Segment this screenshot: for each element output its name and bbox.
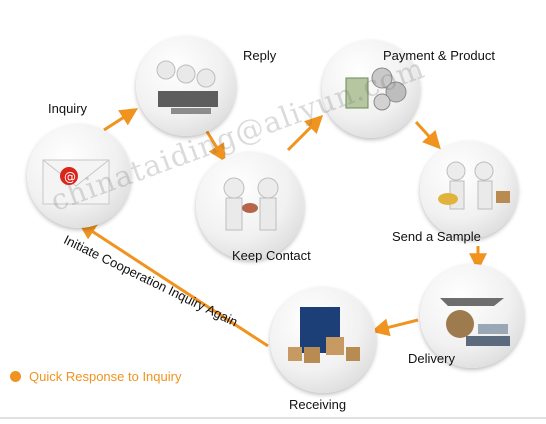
call-center-icon	[156, 60, 218, 114]
step-label-reply: Reply	[243, 48, 277, 63]
arrow-reply-to-contact	[204, 129, 226, 163]
legend-dot-icon	[10, 371, 21, 382]
airplane-ship-icon	[440, 298, 510, 346]
step-label-delivery: Delivery	[408, 351, 455, 366]
payment-product-circle	[322, 40, 420, 138]
svg-text:@: @	[64, 170, 76, 184]
email-icon: @	[42, 159, 110, 205]
handing-package-icon	[438, 161, 510, 210]
handshake-people-icon	[223, 177, 279, 231]
step-label-sample: Send a Sample	[392, 229, 481, 244]
inquiry-circle: @	[27, 124, 131, 228]
send-sample-circle	[420, 141, 518, 239]
arrow-payment-to-sample	[414, 120, 441, 150]
arrow-delivery-to-receiving	[371, 318, 419, 337]
arrow-inquiry-to-reply	[103, 108, 139, 132]
legend: Quick Response to Inquiry	[10, 369, 181, 384]
arrow-contact-to-payment	[286, 114, 324, 152]
keep-contact-circle	[196, 152, 304, 260]
step-label-keep-contact: Keep Contact	[232, 248, 311, 263]
receiving-circle	[270, 287, 376, 393]
legend-text: Quick Response to Inquiry	[29, 369, 182, 384]
step-label-inquiry: Inquiry	[48, 101, 88, 116]
money-gears-icon	[345, 67, 407, 111]
arrow-receiving-to-inquiry	[77, 222, 269, 348]
warehouse-boxes-icon	[288, 307, 360, 363]
step-label-payment: Payment & Product	[383, 48, 495, 63]
reply-circle	[136, 36, 236, 136]
delivery-circle	[420, 264, 524, 368]
step-label-receiving: Receiving	[289, 397, 347, 412]
bottom-divider	[0, 417, 546, 419]
